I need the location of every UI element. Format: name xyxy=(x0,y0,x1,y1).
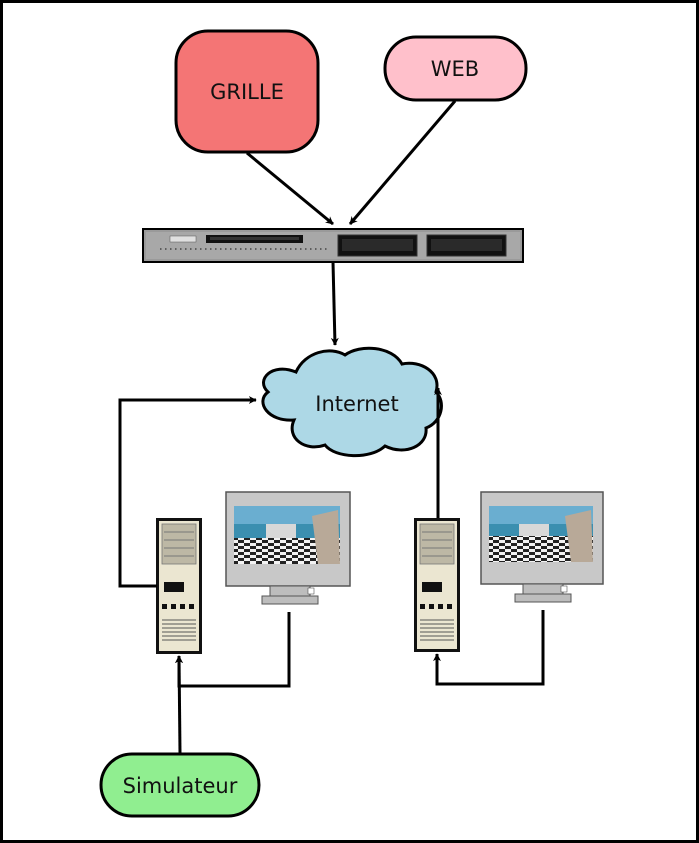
grille-label: GRILLE xyxy=(210,80,284,104)
arrow-web-to-server xyxy=(348,100,457,225)
desktop-computer-icon xyxy=(156,518,202,654)
arrow-left-pc-to-internet xyxy=(118,396,257,588)
rack-server-icon xyxy=(142,228,524,263)
desktop-computer-icon xyxy=(414,518,460,652)
internet-label: Internet xyxy=(315,392,398,416)
arrow-right-monitor-to-pc xyxy=(433,610,545,686)
monitor-icon xyxy=(480,491,604,603)
arrow-grille-to-server xyxy=(246,151,334,226)
arrow-simulateur-to-pc xyxy=(175,655,184,754)
connectors xyxy=(118,100,545,754)
internet-cloud: Internet xyxy=(261,346,443,458)
simulateur-label: Simulateur xyxy=(123,774,238,798)
grille-node: GRILLE xyxy=(174,29,320,154)
web-node: WEB xyxy=(383,35,528,102)
web-label: WEB xyxy=(431,57,479,81)
simulateur-node: Simulateur xyxy=(99,752,261,818)
monitor-icon xyxy=(225,491,351,605)
arrow-server-to-internet xyxy=(330,261,339,346)
